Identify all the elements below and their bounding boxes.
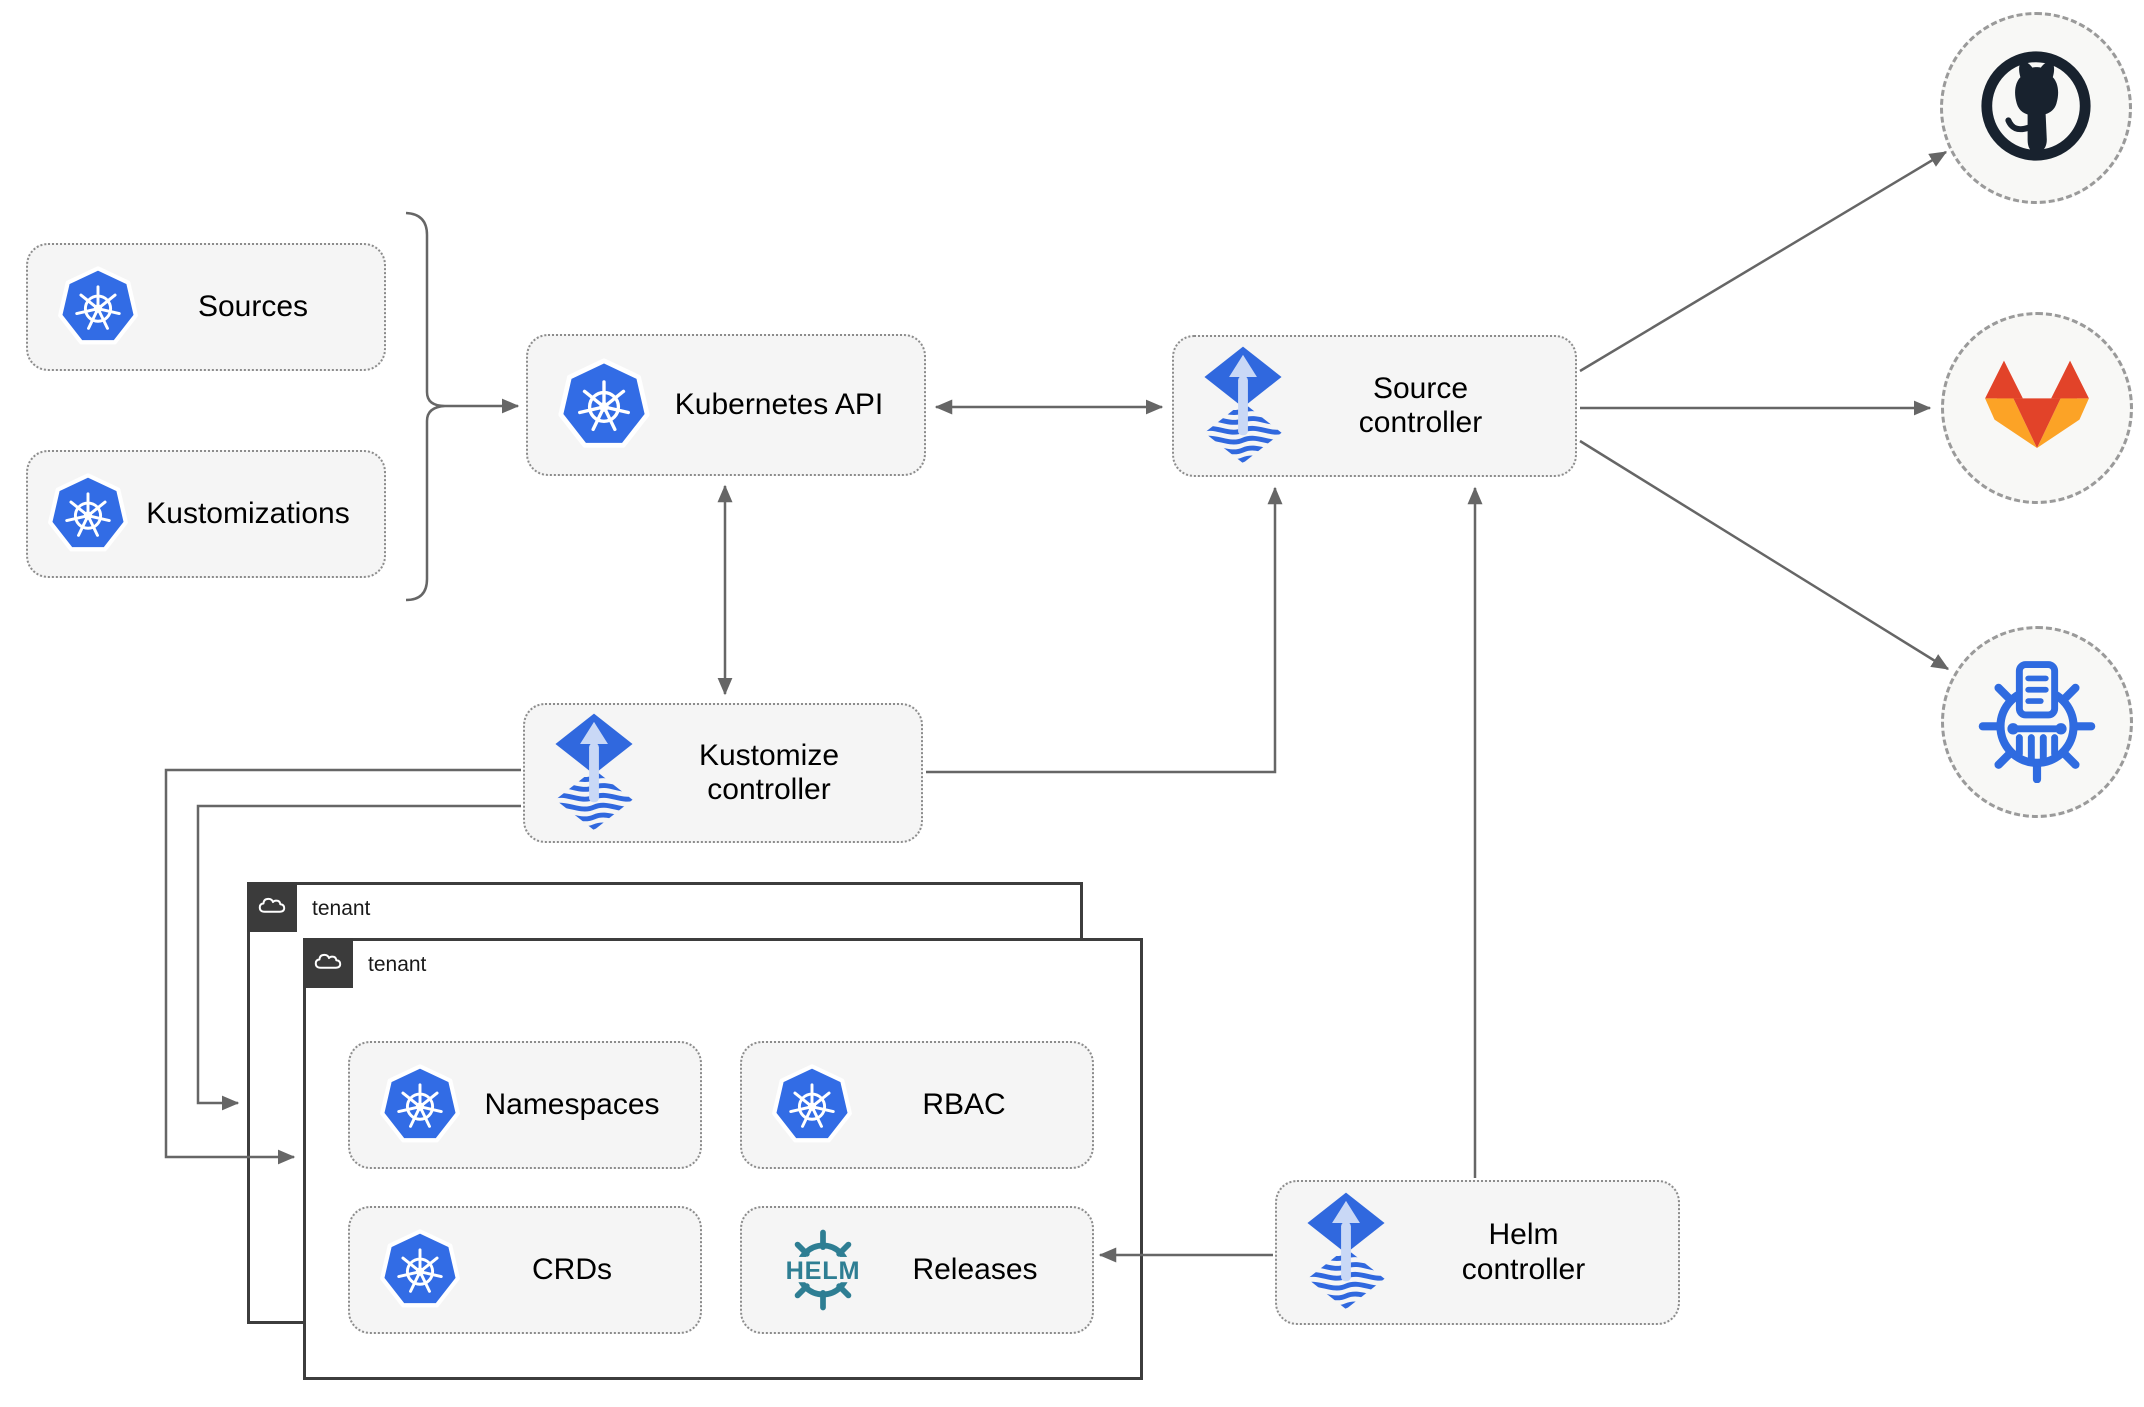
remote-gitlab xyxy=(1941,312,2133,504)
tenant-tab xyxy=(303,938,353,988)
tenant-label: tenant xyxy=(368,953,427,976)
kubernetes-icon xyxy=(56,265,140,349)
node-label: Kustomizations xyxy=(146,496,350,530)
node-label: Kustomize controller xyxy=(698,738,840,807)
flux-icon xyxy=(1305,1191,1387,1314)
remote-helm-repository xyxy=(1941,626,2133,818)
node-label: Namespaces xyxy=(484,1087,660,1121)
node-source-controller: Source controller xyxy=(1172,335,1577,477)
node-rbac: RBAC xyxy=(740,1041,1094,1169)
node-namespaces: Namespaces xyxy=(348,1041,702,1169)
flux-icon xyxy=(1202,345,1284,468)
node-crds: CRDs xyxy=(348,1206,702,1334)
tenant-inner-box: tenant Namespaces RBAC CRDs Releases xyxy=(303,938,1143,1380)
node-helm-controller: Helm controller xyxy=(1275,1180,1680,1325)
kubernetes-icon xyxy=(378,1228,462,1312)
kubernetes-icon xyxy=(770,1063,854,1147)
kubernetes-icon xyxy=(556,357,652,453)
helm-icon xyxy=(770,1225,876,1315)
bracket-sources-kustomizations xyxy=(405,211,446,602)
edge-source-controller-to-github xyxy=(1579,150,1948,373)
node-kustomizations: Kustomizations xyxy=(26,450,386,578)
node-label: Releases xyxy=(912,1252,1038,1286)
tenant-label: tenant xyxy=(312,897,371,920)
node-label: CRDs xyxy=(532,1252,612,1286)
node-sources: Sources xyxy=(26,243,386,371)
node-label: RBAC xyxy=(922,1087,1006,1121)
node-label: Kubernetes API xyxy=(674,387,884,421)
node-label: Sources xyxy=(197,289,309,323)
github-icon xyxy=(1976,46,2096,171)
cloud-icon xyxy=(312,950,344,977)
tenant-tab xyxy=(247,882,297,932)
node-label: Helm controller xyxy=(1461,1218,1586,1286)
helm-repository-icon xyxy=(1974,657,2100,788)
node-label: Source controller xyxy=(1358,371,1483,440)
remote-github xyxy=(1940,12,2132,204)
node-kustomize-controller: Kustomize controller xyxy=(523,703,923,843)
edge-kustomize-to-source-controller xyxy=(926,486,1283,774)
edge-source-controller-to-helm-repository xyxy=(1579,439,1950,671)
gitlab-icon xyxy=(1978,358,2096,458)
flux-icon xyxy=(553,712,635,835)
node-kubernetes-api: Kubernetes API xyxy=(526,334,926,476)
kubernetes-icon xyxy=(46,472,130,556)
cloud-icon xyxy=(256,894,288,921)
node-releases: Releases xyxy=(740,1206,1094,1334)
kubernetes-icon xyxy=(378,1063,462,1147)
